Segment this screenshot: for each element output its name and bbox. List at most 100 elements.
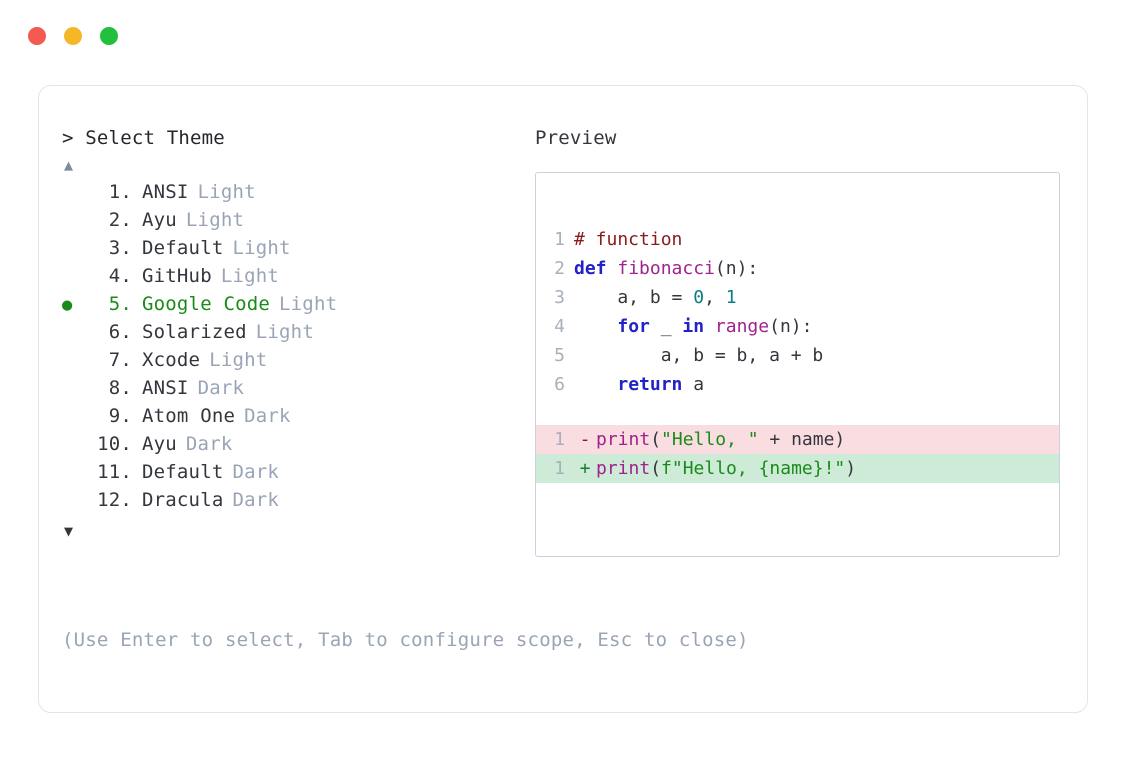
minimize-button-icon[interactable] — [64, 27, 82, 45]
code-diff-spacer — [536, 399, 1059, 425]
code-token: a, b = b, a + b — [574, 345, 824, 366]
code-token: f"Hello, {name}!" — [661, 458, 846, 479]
code-token: ( — [650, 458, 662, 479]
scroll-up-icon[interactable]: ▲ — [64, 156, 74, 174]
diff-line-text: print(f"Hello, {name}!") — [596, 454, 856, 483]
theme-item-number: 12. — [97, 489, 132, 511]
code-token: ( — [650, 429, 662, 450]
code-token: , — [704, 287, 726, 308]
theme-item-variant: Light — [232, 237, 291, 259]
theme-item-name: Xcode — [142, 349, 201, 371]
theme-item-variant: Dark — [232, 489, 280, 511]
code-line: 4 for _ in range(n): — [536, 312, 1059, 341]
scroll-down-icon[interactable]: ▼ — [64, 522, 74, 540]
code-line-number: 6 — [554, 374, 565, 395]
code-line-text: for _ in range(n): — [574, 312, 812, 341]
code-line: 6 return a — [536, 370, 1059, 399]
code-token: _ — [649, 316, 683, 337]
theme-list-item[interactable]: 10. Ayu Dark — [62, 430, 532, 458]
code-token: return — [617, 374, 683, 395]
maximize-button-icon[interactable] — [100, 27, 118, 45]
code-token: 1 — [725, 287, 737, 308]
code-token: range — [714, 316, 770, 337]
diff-line-removed: 1-print("Hello, " + name) — [536, 425, 1059, 454]
theme-item-name: Default — [142, 237, 224, 259]
code-line: 3 a, b = 0, 1 — [536, 283, 1059, 312]
theme-item-number: 1. — [108, 181, 132, 203]
close-button-icon[interactable] — [28, 27, 46, 45]
theme-item-name: Default — [142, 461, 224, 483]
theme-item-variant: Light — [220, 265, 280, 287]
theme-item-name: Ayu — [142, 433, 177, 455]
theme-item-number: 2. — [108, 209, 132, 231]
theme-list-item[interactable]: 3. Default Light — [62, 234, 532, 262]
preview-pane: Preview 1 # function 2 def fibonacci (n): 3 a… — [535, 124, 1063, 557]
theme-item-name: Ayu — [142, 209, 177, 231]
page-title: > Select Theme — [62, 127, 225, 149]
code-token — [704, 316, 715, 337]
code-token — [574, 374, 617, 395]
code-line-number: 3 — [554, 287, 565, 308]
theme-list-item[interactable]: 9. Atom One Dark — [62, 402, 532, 430]
preview-label: Preview — [535, 127, 617, 149]
selected-bullet-icon: ● — [62, 295, 73, 315]
theme-item-name: Atom One — [142, 405, 236, 427]
code-line-number: 5 — [554, 345, 565, 366]
theme-list-item[interactable]: 1. ANSI Light — [62, 178, 532, 206]
diff-line-number: 1 — [554, 429, 565, 450]
code-token: print — [596, 458, 651, 479]
theme-item-name: Dracula — [142, 489, 224, 511]
code-line: 5 a, b = b, a + b — [536, 341, 1059, 370]
theme-item-variant: Light — [209, 349, 268, 371]
code-token: 0 — [693, 287, 705, 308]
code-preview-box: 1 # function 2 def fibonacci (n): 3 a, b = 0,… — [535, 172, 1060, 557]
code-token: # function — [574, 229, 683, 250]
theme-item-number: 8. — [108, 377, 132, 399]
code-token: "Hello, " — [661, 429, 759, 450]
code-line-number: 1 — [554, 229, 565, 250]
theme-item-variant: Light — [279, 293, 338, 315]
diff-marker: + — [579, 458, 591, 479]
theme-list-item[interactable]: 7. Xcode Light — [62, 346, 532, 374]
code-token: (n): — [769, 316, 813, 337]
theme-item-name: GitHub — [142, 265, 212, 287]
theme-item-number: 10. — [97, 433, 132, 455]
code-token: fibonacci — [617, 258, 715, 279]
theme-item-variant: Dark — [244, 405, 291, 427]
theme-item-variant: Light — [255, 321, 314, 343]
code-line-number: 4 — [554, 316, 565, 337]
code-block: 1 # function 2 def fibonacci (n): 3 a, b = 0,… — [536, 225, 1059, 399]
code-line-number: 2 — [554, 258, 565, 279]
code-token: a — [682, 374, 705, 395]
code-token: def — [574, 258, 618, 279]
code-token: for — [617, 316, 650, 337]
diff-line-added: 1+print(f"Hello, {name}!") — [536, 454, 1059, 483]
theme-item-number: 9. — [108, 405, 132, 427]
theme-item-variant: Light — [197, 181, 256, 203]
theme-item-name: ANSI — [142, 181, 189, 203]
code-token: ) — [845, 458, 857, 479]
theme-item-number: 3. — [108, 237, 132, 259]
diff-line-text: print("Hello, " + name) — [596, 425, 845, 454]
code-line-text: a, b = b, a + b — [574, 341, 824, 370]
code-line-text: # function — [574, 225, 682, 254]
code-token — [574, 316, 617, 337]
theme-list-item[interactable]: 12. Dracula Dark — [62, 486, 532, 514]
window-titlebar — [0, 0, 1129, 72]
theme-item-variant: Dark — [185, 433, 233, 455]
code-token: print — [596, 429, 651, 450]
theme-item-number: 7. — [108, 349, 132, 371]
diff-block: 1-print("Hello, " + name)1+print(f"Hello… — [536, 425, 1059, 483]
theme-item-name: Google Code — [142, 293, 271, 315]
diff-marker: - — [579, 429, 591, 450]
